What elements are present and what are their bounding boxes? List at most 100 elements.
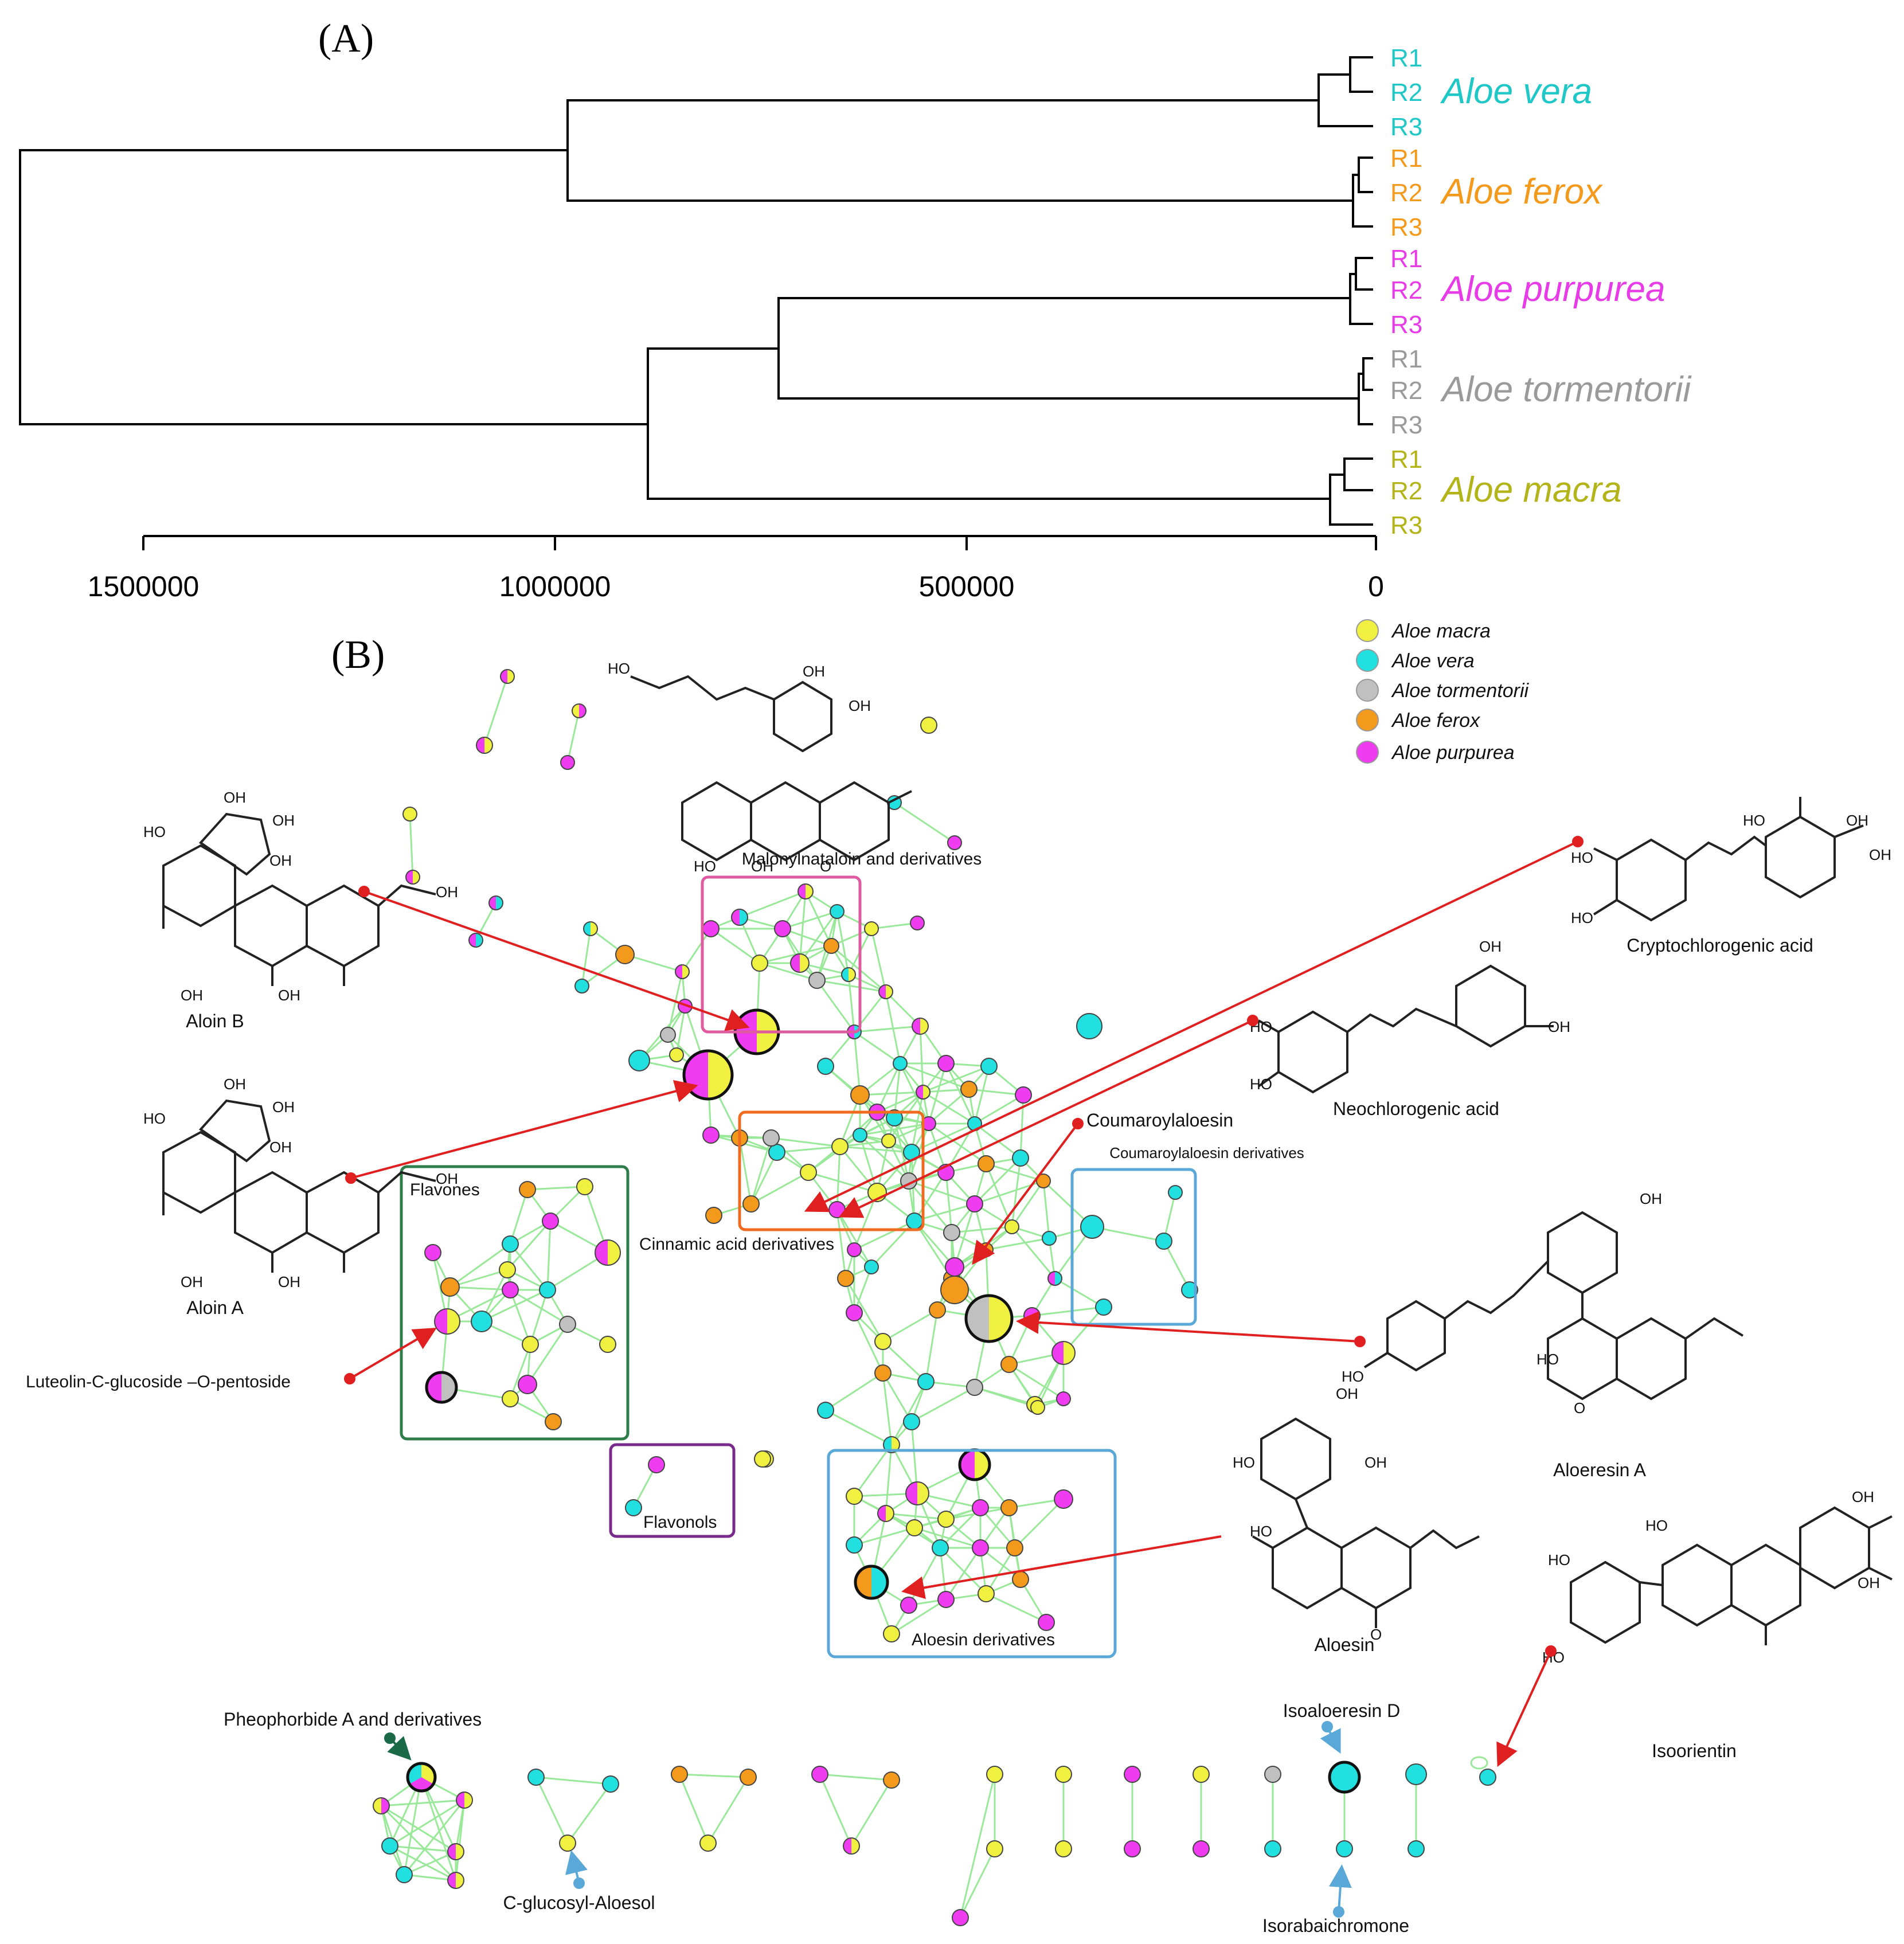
network-node <box>488 895 503 910</box>
cluster-label-coumaroyl-derivs: Coumaroylaloesin derivatives <box>1109 1144 1304 1161</box>
legend-label: Aloe macra <box>1391 620 1491 642</box>
network-node <box>671 1766 688 1783</box>
network-edge <box>566 1783 612 1844</box>
svg-text:HO: HO <box>608 660 630 677</box>
compound-label-pheophorbide: Pheophorbide A and derivatives <box>224 1709 482 1730</box>
network-node <box>425 1371 458 1404</box>
compound-label-isoaloeresin: Isoaloeresin D <box>1283 1700 1401 1721</box>
compound-label-aloesin: Aloesin <box>1315 1634 1375 1655</box>
network-edge <box>506 1221 552 1270</box>
network-node <box>1006 1539 1023 1556</box>
network-edge <box>925 1309 939 1382</box>
network-node <box>1047 1271 1062 1286</box>
network-edge <box>380 1805 457 1882</box>
network-node <box>774 920 791 937</box>
network-node <box>1056 1391 1071 1406</box>
replicate-label: R1 <box>1390 445 1422 474</box>
network-edge <box>939 1547 947 1600</box>
network-node <box>853 1128 867 1143</box>
network-edge <box>782 910 838 930</box>
network-edge <box>876 1063 901 1113</box>
network-edge <box>899 1063 930 1124</box>
network-node <box>1051 1341 1076 1365</box>
network-node <box>1328 1761 1361 1794</box>
cluster-box-flavonols <box>609 1443 736 1538</box>
network-node <box>947 835 962 850</box>
network-edge <box>483 676 509 746</box>
network-node <box>602 1775 619 1793</box>
cluster-label-malonyl: Malonylnataloin and derivatives <box>742 850 982 869</box>
blue-arrows <box>565 1721 1352 1918</box>
network-node <box>381 1837 398 1855</box>
network-node <box>1076 1013 1102 1039</box>
network-node <box>754 1450 771 1468</box>
network-node <box>731 909 748 926</box>
network-node <box>682 1049 734 1101</box>
network-node <box>1193 1840 1210 1857</box>
network-edge <box>859 1091 924 1096</box>
network-edge <box>911 1386 975 1423</box>
cluster-label-flavonols: Flavonols <box>643 1513 717 1532</box>
network-edge <box>870 1220 916 1268</box>
structure-neochlorogenic <box>1257 964 1554 1094</box>
network-edge <box>566 710 580 763</box>
network-edge <box>908 1547 941 1606</box>
network-node <box>940 1276 969 1304</box>
network-node <box>559 1316 576 1333</box>
network-node <box>874 1333 892 1350</box>
network-edge <box>939 1547 987 1595</box>
network-node <box>817 1058 834 1075</box>
arrow-coumaroylaloesin <box>972 1118 1084 1265</box>
network-node <box>402 807 417 822</box>
network-node <box>500 669 515 684</box>
network-edge <box>799 891 807 964</box>
network-node <box>1168 1185 1183 1200</box>
network-node <box>817 1402 834 1419</box>
network-edge <box>404 1851 456 1876</box>
network-edge <box>819 1774 853 1847</box>
svg-text:OH: OH <box>1548 1018 1570 1035</box>
network-edge <box>1019 1094 1025 1159</box>
replicate-labels: R1 R2 R3 R1 R2 R3 R1 R2 R3 R1 R2 R3 R1 R… <box>1390 44 1422 539</box>
network-node <box>1155 1233 1172 1250</box>
network-edge <box>885 1444 893 1514</box>
network-node <box>519 1181 536 1198</box>
network-edge <box>675 1006 686 1055</box>
network-node <box>396 1866 413 1883</box>
network-node <box>945 1257 964 1277</box>
network-self-loop <box>1470 1756 1488 1770</box>
network-node <box>937 1055 955 1072</box>
network-node <box>648 1456 665 1473</box>
network-edge <box>945 1063 976 1124</box>
network-edge <box>928 1088 969 1125</box>
network-node <box>527 1769 545 1786</box>
network-node <box>522 1336 539 1353</box>
network-edge <box>509 1344 531 1399</box>
network-node <box>669 1047 684 1062</box>
legend-swatch-tormentorii <box>1356 679 1379 702</box>
network-node <box>847 1242 862 1257</box>
network-node <box>447 1872 464 1889</box>
network-edge <box>381 1799 465 1807</box>
svg-text:OH: OH <box>1365 1454 1387 1471</box>
network-edge <box>1031 1306 1104 1317</box>
replicate-label: R2 <box>1390 179 1422 207</box>
network-node <box>886 1109 903 1126</box>
network-node <box>1264 1766 1281 1783</box>
network-node <box>978 1155 995 1172</box>
compound-label-aloin-a: Aloin A <box>186 1297 244 1318</box>
axis-tick-label: 1500000 <box>88 570 200 603</box>
compound-label-coumaroylaloesin: Coumaroylaloesin <box>1086 1110 1233 1131</box>
species-label-macra: Aloe macra <box>1440 470 1622 510</box>
network-edge <box>776 1145 840 1153</box>
network-edge <box>986 1163 1044 1182</box>
network-edge <box>420 1777 457 1881</box>
network-node <box>978 1585 995 1602</box>
network-edge <box>847 974 855 1032</box>
network-node <box>405 870 420 885</box>
arrow-luteolin <box>344 1327 437 1384</box>
svg-text:OH: OH <box>1336 1385 1358 1402</box>
network-node <box>952 1909 969 1926</box>
network-node <box>751 955 768 972</box>
axis-tick-label: 1000000 <box>499 570 611 603</box>
